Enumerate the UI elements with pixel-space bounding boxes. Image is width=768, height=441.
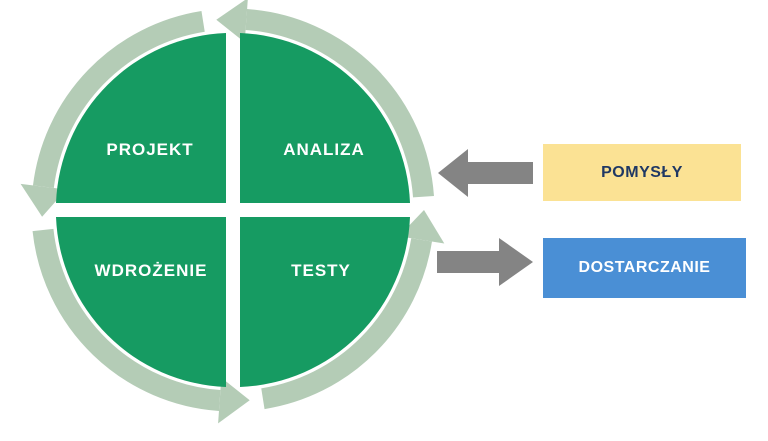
ring-arrowhead-top-icon	[216, 0, 248, 43]
quadrant-wdrozenie	[56, 217, 226, 387]
pomysly-box-label: POMYSŁY	[601, 163, 683, 181]
quadrant-analiza	[240, 33, 410, 203]
ring-arrowhead-right-icon	[398, 210, 445, 244]
ring-arrowhead-left-icon	[20, 183, 67, 217]
quadrant-label-analiza: ANALIZA	[283, 140, 365, 159]
quadrant-label-testy: TESTY	[291, 261, 351, 280]
quadrant-projekt	[56, 33, 226, 203]
ring-segment-right-top	[245, 9, 434, 198]
pomysly-box: POMYSŁY	[543, 144, 741, 201]
dostarczanie-box-label: DOSTARCZANIE	[578, 259, 711, 276]
quadrant-testy	[240, 217, 410, 387]
cycle-quadrants	[56, 33, 410, 387]
ring-segment-bottom-right	[261, 238, 432, 410]
cycle-ring-arrowheads	[20, 0, 445, 424]
ring-arrowhead-bottom-icon	[218, 377, 250, 424]
dostarczanie-box: DOSTARCZANIE	[543, 238, 746, 298]
quadrant-label-projekt: PROJEKT	[106, 140, 194, 159]
ring-segment-left-bottom	[32, 228, 221, 411]
ring-segment-top-left	[32, 11, 205, 189]
side-arrows	[437, 149, 533, 286]
outbound-arrow-icon	[437, 238, 533, 286]
quadrant-label-wdrozenie: WDROŻENIE	[94, 261, 208, 280]
inbound-arrow-icon	[438, 149, 533, 197]
cycle-ring	[32, 9, 434, 411]
